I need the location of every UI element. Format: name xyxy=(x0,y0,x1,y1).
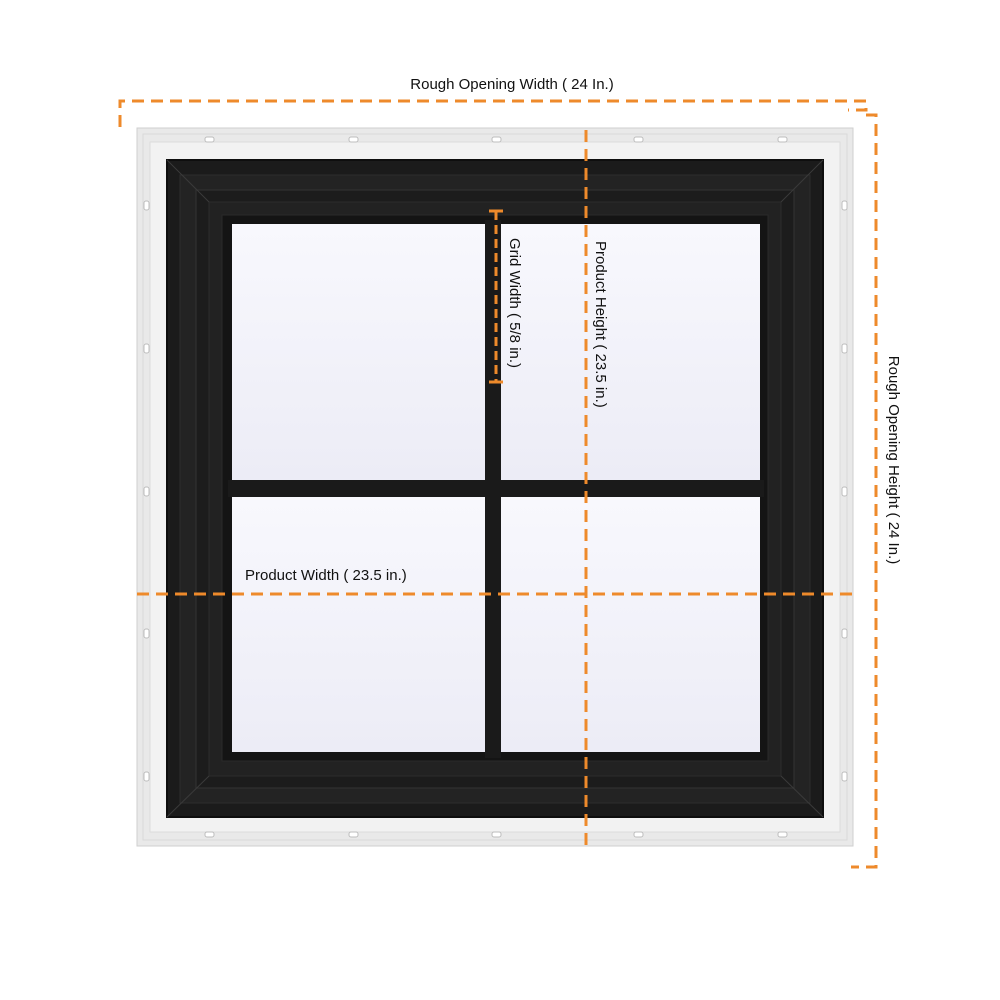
rough-opening-width-line xyxy=(118,99,868,127)
dimension-lines xyxy=(118,99,878,869)
glass-pane-top-left xyxy=(232,224,485,480)
flange-nail-slots xyxy=(143,136,848,838)
glass-pane-bottom-left xyxy=(232,497,485,752)
rough-opening-height-label: Rough Opening Height ( 24 In.) xyxy=(885,356,902,564)
product-width-label: Product Width ( 23.5 in.) xyxy=(245,567,407,584)
glass-pane-top-right xyxy=(501,224,760,480)
product-height-label: Product Height ( 23.5 in.) xyxy=(592,241,609,408)
glass-pane-bottom-right xyxy=(501,497,760,752)
grid-width-label: Grid Width ( 5/8 in.) xyxy=(506,238,523,368)
grid-width-dimension xyxy=(489,209,503,384)
rough-opening-height-line xyxy=(851,113,878,869)
grid-bar-horizontal xyxy=(228,480,764,497)
rough-opening-width-label: Rough Opening Width ( 24 In.) xyxy=(410,76,613,93)
glass-panes xyxy=(232,224,760,752)
